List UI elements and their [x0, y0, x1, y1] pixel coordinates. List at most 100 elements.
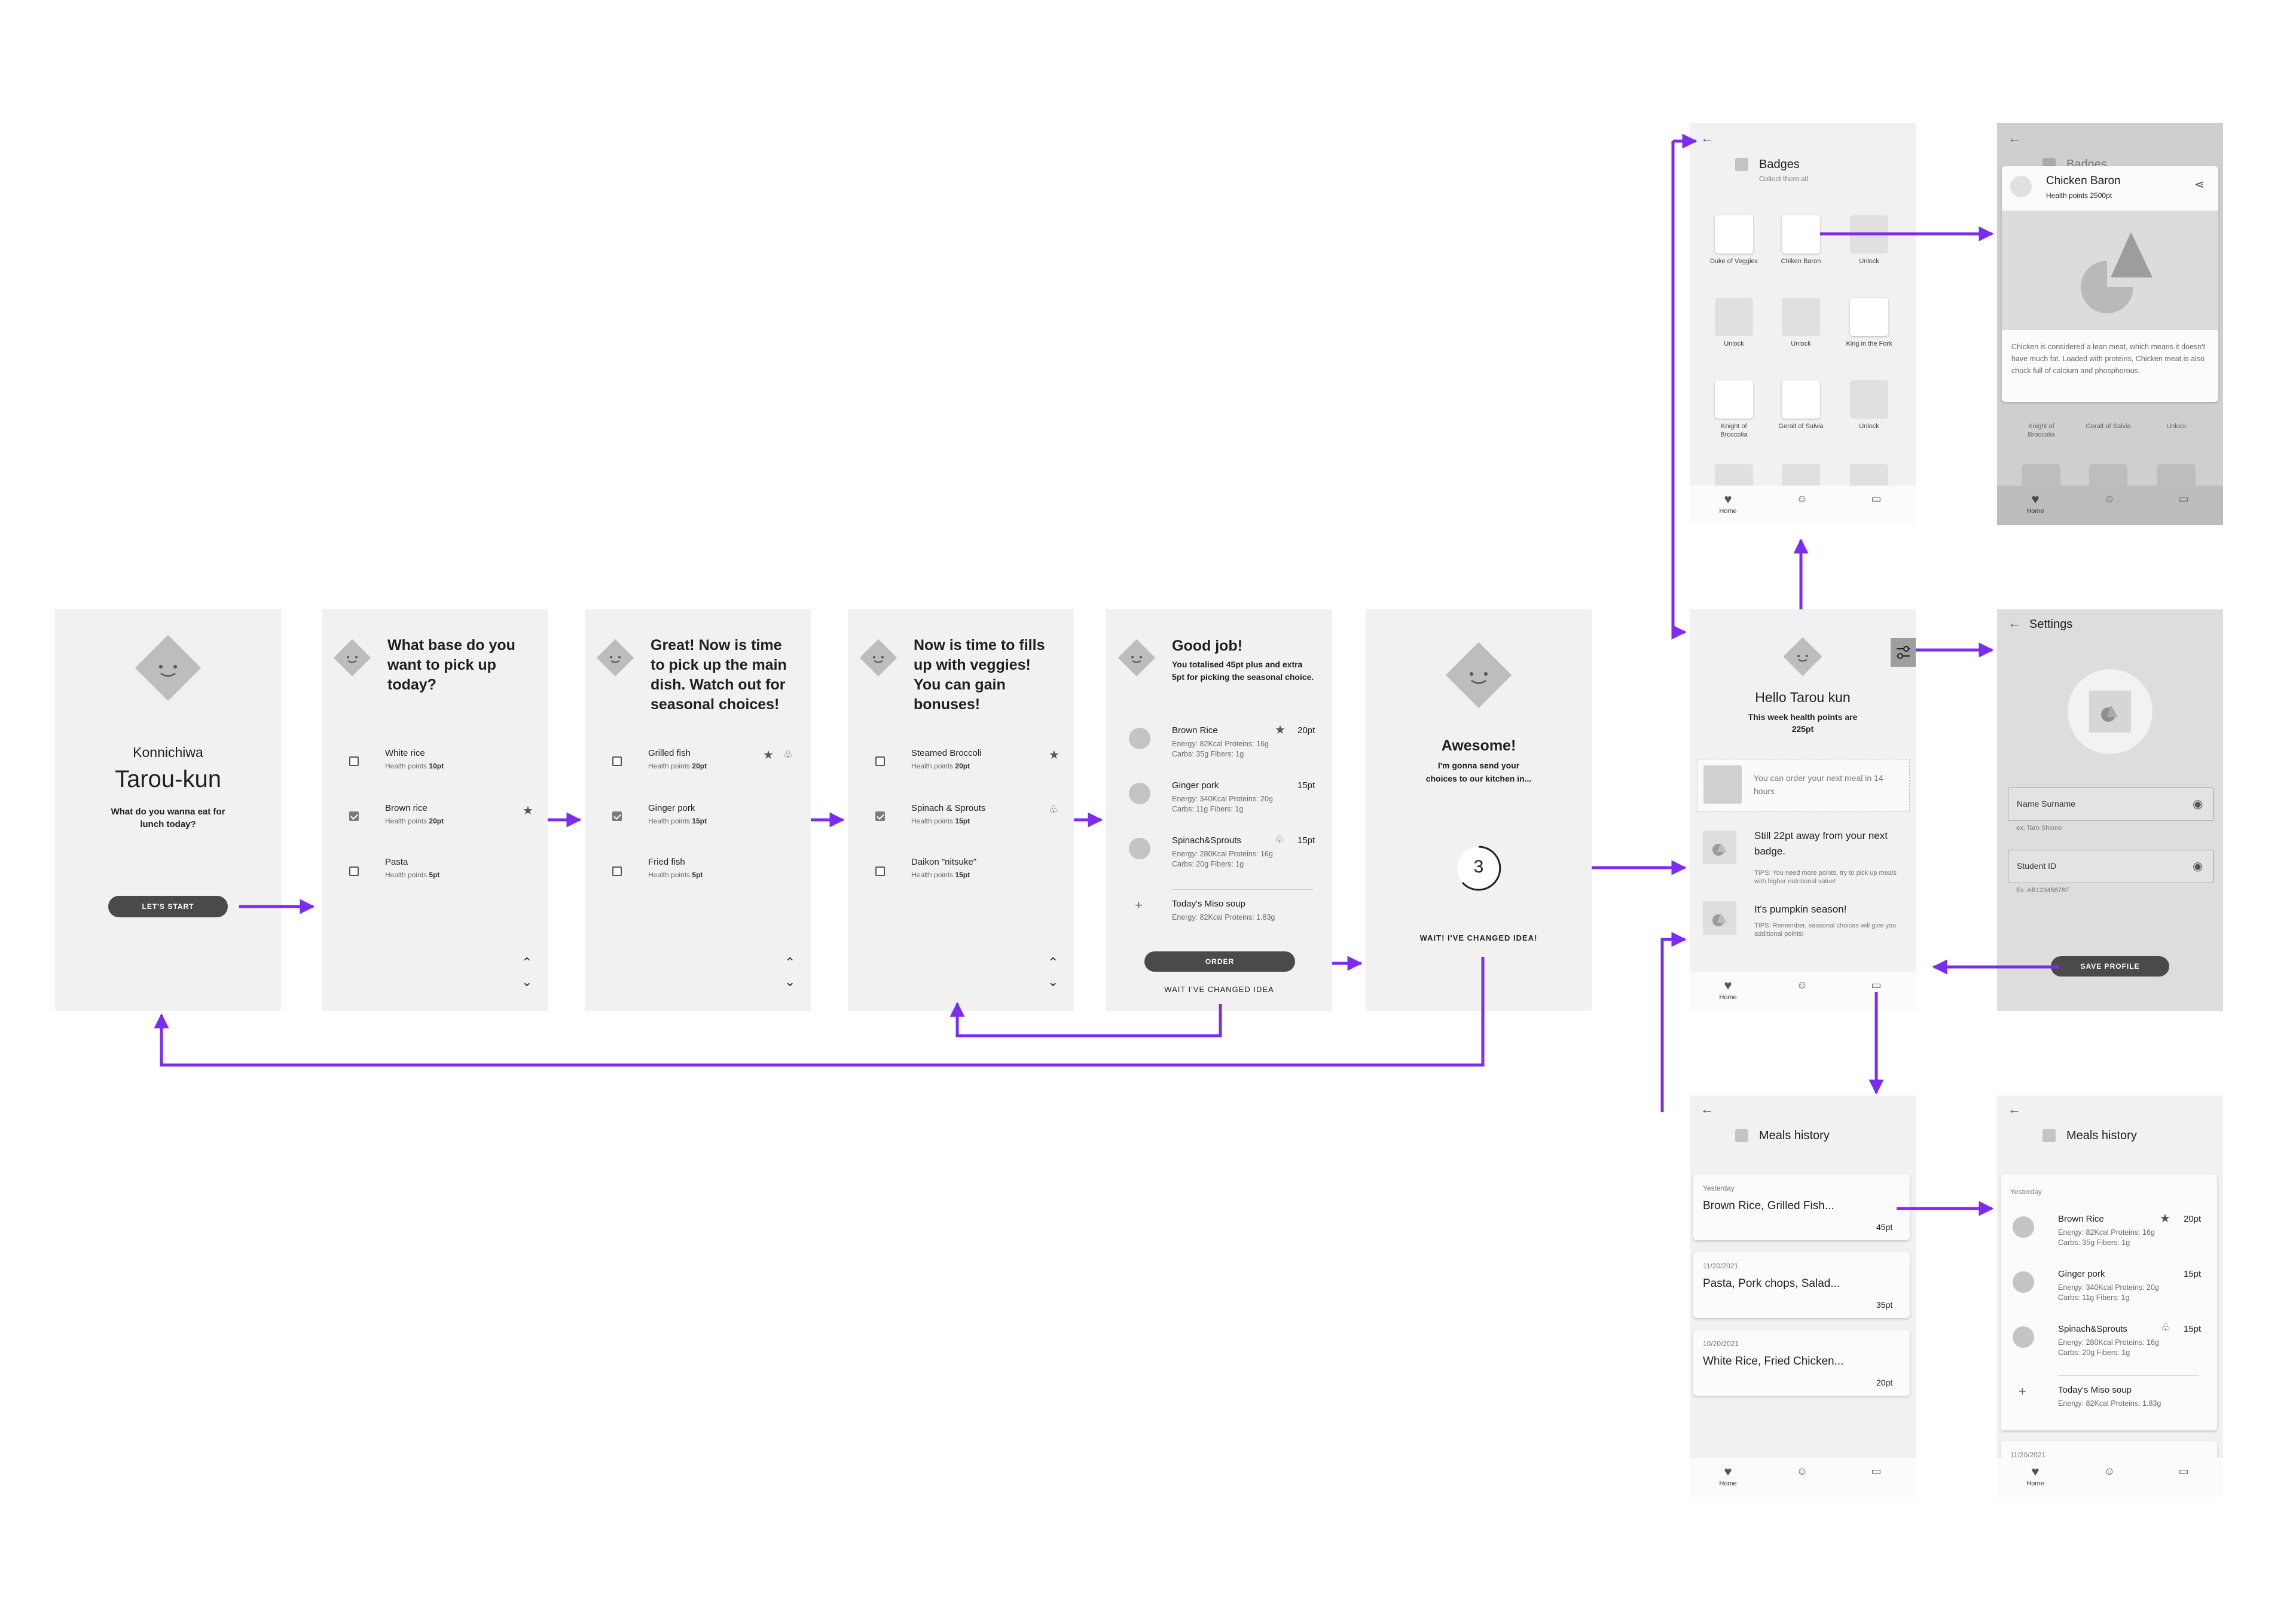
badge-label: Knight of Broccolia — [1720, 423, 1748, 438]
profile-icon[interactable]: ☺ — [2103, 1465, 2115, 1477]
bottom-nav: ♥ Home ☺ ▭ — [1690, 972, 1916, 1011]
checkbox-ginger-pork[interactable] — [612, 811, 622, 821]
badge-tile-locked — [2157, 464, 2196, 488]
calendar-icon[interactable]: ▭ — [1871, 979, 1882, 991]
student-id-field[interactable]: Student ID ◉ — [2008, 850, 2213, 883]
history-date: 11/20/2021 — [2010, 1451, 2046, 1459]
nav-home-label: Home — [1719, 994, 1737, 1001]
chevron-up-icon[interactable]: ⌃ — [784, 955, 796, 970]
history-date: Yesterday — [2010, 1188, 2042, 1196]
mascot-icon — [1117, 638, 1156, 678]
heart-icon[interactable]: ♥ — [1724, 1464, 1732, 1479]
checkbox-grilled-fish[interactable] — [612, 756, 622, 766]
calendar-icon[interactable]: ▭ — [1871, 1465, 1882, 1477]
meal-thumbnail — [1129, 838, 1150, 859]
heart-icon[interactable]: ♥ — [1724, 492, 1732, 506]
heart-icon[interactable]: ♥ — [1724, 978, 1732, 993]
checkbox-daikon[interactable] — [875, 866, 885, 876]
eye-icon[interactable]: ◉ — [2193, 860, 2203, 873]
heart-icon[interactable]: ♥ — [2031, 1464, 2039, 1479]
back-arrow-icon[interactable]: ← — [1700, 1101, 1714, 1116]
order-button[interactable]: ORDER — [1144, 951, 1295, 972]
badge-label: Duke of Veggiex — [1709, 258, 1758, 265]
countdown-title: Awesome! — [1441, 737, 1516, 754]
profile-icon[interactable]: ☺ — [1796, 1465, 1808, 1477]
screen-badge-detail: ← Badges Knight of Broccolia Geralt of S… — [1997, 123, 2223, 525]
badge-tile-locked[interactable] — [1782, 298, 1820, 336]
changed-idea-link[interactable]: WAIT! I'VE CHANGED IDEA! — [1419, 933, 1538, 942]
seasonal-icon: ♧ — [2161, 1322, 2171, 1334]
checkbox-spinach-sprouts[interactable] — [875, 811, 885, 821]
badge-tile-locked[interactable] — [1715, 298, 1753, 336]
profile-icon[interactable]: ☺ — [1796, 493, 1808, 505]
badge-label: Unlock — [2166, 423, 2187, 430]
calendar-icon[interactable]: ▭ — [2178, 1465, 2189, 1477]
checkbox-pasta[interactable] — [349, 866, 359, 876]
seasonal-icon: ♧ — [1049, 804, 1059, 816]
badge-tile[interactable] — [1715, 380, 1753, 419]
chevron-down-icon[interactable]: ⌄ — [521, 974, 533, 989]
badge-tile-locked[interactable] — [1850, 380, 1888, 419]
meal-points: 20pt — [2184, 1214, 2202, 1224]
badge-tile[interactable] — [1782, 215, 1820, 254]
save-profile-button[interactable]: SAVE PROFILE — [2051, 956, 2169, 977]
history-title: Meals history — [2066, 1129, 2137, 1142]
checkbox-fried-fish[interactable] — [612, 866, 622, 876]
history-entry[interactable]: Yesterday Brown Rice, Grilled Fish... 45… — [1693, 1174, 1910, 1240]
history-meals: White Rice, Fried Chicken... — [1703, 1355, 1844, 1368]
badge-tile-locked[interactable] — [1850, 215, 1888, 254]
badge-tile[interactable] — [1715, 215, 1753, 254]
screen-home: Hello Tarou kun This week health points … — [1690, 609, 1916, 1011]
checkbox-steamed-broccoli[interactable] — [875, 756, 885, 766]
chevron-down-icon[interactable]: ⌄ — [1048, 974, 1059, 989]
badges-icon — [1735, 158, 1748, 171]
back-arrow-icon[interactable]: ← — [1700, 130, 1714, 145]
home-title: Hello Tarou kun — [1755, 689, 1851, 705]
badge-tile[interactable] — [1850, 298, 1888, 336]
chevron-up-icon[interactable]: ⌃ — [521, 955, 533, 970]
weekly-points: This week health points are 225pt — [1748, 712, 1858, 734]
badge-label: Unlock — [1791, 340, 1811, 347]
back-arrow-icon[interactable]: ← — [2008, 130, 2021, 145]
heart-icon[interactable]: ♥ — [2031, 492, 2039, 506]
chevron-down-icon[interactable]: ⌄ — [784, 974, 796, 989]
settings-button[interactable] — [1891, 638, 1916, 667]
option-daikon[interactable]: Daikon "nitsuke"Health points 15pt — [911, 857, 977, 879]
changed-idea-link[interactable]: WAIT I'VE CHANGED IDEA — [1164, 985, 1274, 994]
lets-start-button[interactable]: LET'S START — [108, 896, 228, 917]
calendar-icon[interactable]: ▭ — [2178, 493, 2189, 505]
profile-icon[interactable]: ☺ — [1796, 979, 1808, 991]
history-entry[interactable]: 10/20/2021 White Rice, Fried Chicken... … — [1693, 1330, 1910, 1396]
share-icon[interactable]: ⋖ — [2194, 178, 2205, 191]
screen-main-dish: Great! Now is time to pick up the main d… — [585, 609, 811, 1011]
profile-avatar[interactable] — [2068, 669, 2152, 754]
history-entry[interactable]: 11/20/2021 Pasta, Pork chops, Salad... 3… — [1693, 1252, 1910, 1318]
profile-icon[interactable]: ☺ — [2103, 493, 2115, 505]
meal-thumbnail — [1129, 728, 1150, 749]
checkbox-brown-rice[interactable] — [349, 811, 359, 821]
back-arrow-icon[interactable]: ← — [2008, 1101, 2021, 1116]
eye-icon[interactable]: ◉ — [2193, 798, 2203, 811]
bottom-nav: ♥ Home ☺ ▭ — [1997, 1458, 2223, 1497]
badge-tile[interactable] — [1782, 380, 1820, 419]
name-field[interactable]: Name Surname ◉ — [2008, 788, 2213, 821]
tip-text: TIPS: You need more points, try to pick … — [1754, 869, 1897, 885]
badge-label: Geralt of Salvia — [2086, 423, 2131, 430]
checkbox-white-rice[interactable] — [349, 756, 359, 766]
back-arrow-icon[interactable]: ← — [2008, 615, 2021, 630]
meal-thumbnail — [1129, 783, 1150, 804]
chevron-up-icon[interactable]: ⌃ — [1048, 955, 1059, 970]
next-order-text: You can order your next meal in 14 hours — [1754, 773, 1883, 796]
star-icon: ★ — [2160, 1212, 2170, 1225]
meal-points: 15pt — [2184, 1324, 2202, 1334]
calendar-icon[interactable]: ▭ — [1871, 493, 1882, 505]
